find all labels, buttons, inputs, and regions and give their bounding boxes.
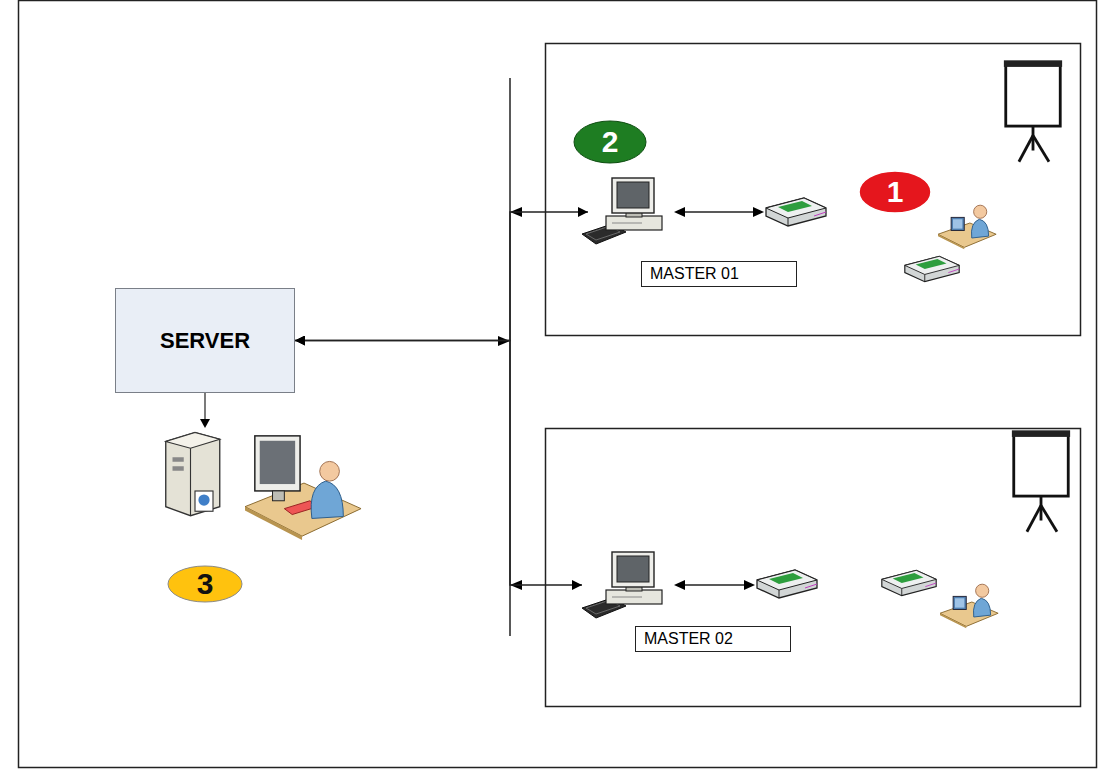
bus-arrowheads (498, 207, 522, 590)
master-computer (582, 178, 662, 244)
callout-number: 1 (887, 177, 904, 207)
master-station: MASTER 01 (588, 160, 800, 290)
network-connector (295, 341, 582, 586)
server-link-head (200, 419, 210, 428)
outer-frame (19, 1, 1097, 768)
keypad-device (905, 256, 959, 281)
callout-badge (574, 121, 646, 163)
participant-desk (940, 584, 998, 628)
base-device (757, 570, 817, 598)
callout-badge (168, 566, 242, 602)
network-connector (295, 212, 588, 341)
station-label: MASTER 01 (641, 261, 797, 287)
base-device (766, 198, 826, 226)
keypad-device (882, 570, 936, 595)
callout-number: 2 (602, 127, 619, 157)
master-station: MASTER 02 (582, 528, 794, 658)
local-link-heads (674, 207, 764, 217)
network-bus (509, 78, 511, 636)
node-title: SERVER (160, 328, 250, 354)
local-link (680, 584, 748, 585)
callout-number: 3 (197, 569, 214, 599)
room-outline (546, 44, 1081, 336)
local-link (680, 211, 757, 212)
station-label: MASTER 02 (635, 626, 791, 652)
projector-screen (1004, 60, 1062, 161)
server-tower (166, 433, 220, 516)
server-box: SERVER (115, 288, 295, 393)
server-link (204, 393, 205, 422)
room-outline (546, 429, 1081, 707)
local-link-heads (674, 580, 755, 590)
participant-desk (938, 205, 996, 249)
projector-screen (1012, 430, 1070, 531)
admin-workstation (245, 436, 361, 540)
callout-badge (859, 171, 931, 213)
master-computer (582, 552, 662, 618)
